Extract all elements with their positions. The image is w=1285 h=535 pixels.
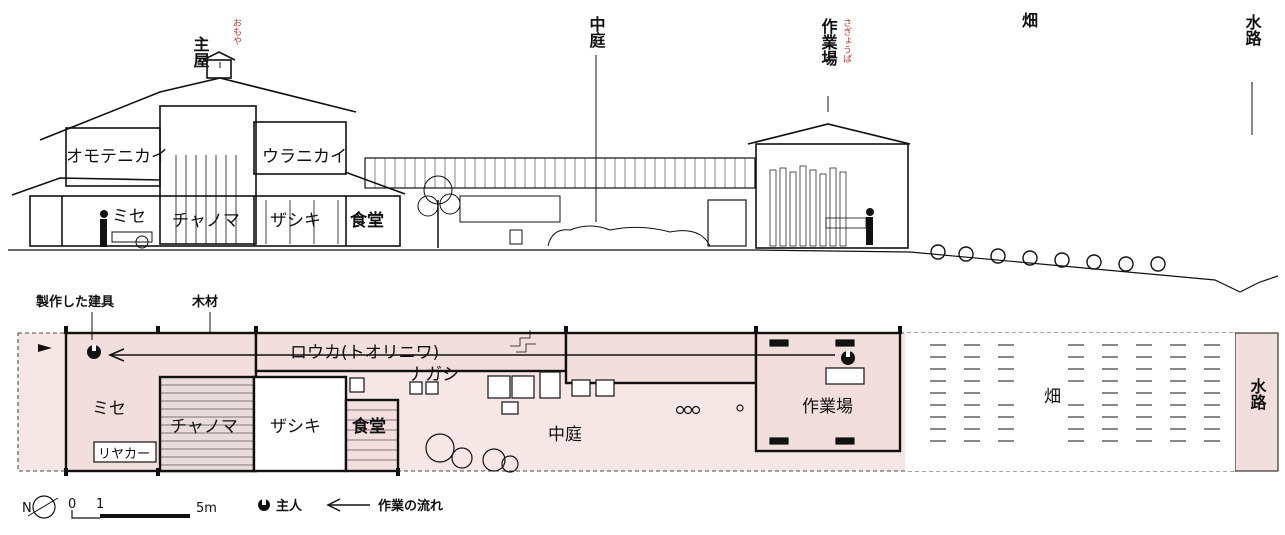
tree-icon bbox=[417, 175, 461, 248]
plan-room-nagashi: ナガシ bbox=[408, 365, 459, 385]
plan-view: 製作した建具 木材 ロウカ(トオリニワ) ナガシ ミセ リヤカー チャノマ ザシ… bbox=[17, 294, 1279, 476]
north-arrow-icon bbox=[32, 495, 56, 519]
plan-fixtures bbox=[349, 339, 865, 445]
shrub-icons bbox=[930, 244, 1166, 272]
room-workshop bbox=[754, 331, 902, 453]
tatami-hatch bbox=[160, 384, 398, 466]
callout-fittings: 製作した建具 bbox=[35, 294, 114, 310]
roof-cupola bbox=[206, 59, 232, 79]
riyaka-box bbox=[93, 441, 157, 463]
room-shokudo bbox=[344, 398, 400, 473]
callout-timber: 木材 bbox=[191, 294, 218, 310]
workshop-elevation bbox=[747, 123, 911, 249]
section-room-mise: ミセ bbox=[112, 207, 146, 227]
waterway-header: 水路 bbox=[1243, 13, 1262, 47]
scale-bar-fill bbox=[100, 514, 190, 518]
plan-room-field: 畑 bbox=[1044, 387, 1061, 407]
plan-room-rouka: ロウカ(トオリニワ) bbox=[290, 343, 439, 363]
main-house-ruby: おもや bbox=[231, 18, 242, 45]
entrance-arrow-icon bbox=[38, 344, 52, 352]
room-zashiki bbox=[252, 375, 348, 473]
scale-0: 0 bbox=[68, 497, 76, 512]
plan-room-mise: ミセ bbox=[92, 399, 126, 419]
corridor-elevation bbox=[364, 157, 756, 247]
north-arrow-line bbox=[27, 497, 59, 517]
courtyard-header: 中庭 bbox=[587, 15, 606, 49]
scale-5m: 5m bbox=[196, 501, 217, 516]
plan-riyaka: リヤカー bbox=[98, 447, 150, 462]
owner-legend-notch bbox=[262, 499, 266, 505]
field-area bbox=[905, 333, 1235, 471]
section-room-ura-nikai: ウラニカイ bbox=[262, 147, 347, 167]
plan-room-waterway: 水路 bbox=[1248, 377, 1267, 411]
plan-room-courtyard: 中庭 bbox=[548, 425, 582, 445]
legend: N 0 1 5m 主人 作業の流れ bbox=[22, 495, 443, 519]
field-rows bbox=[930, 344, 1220, 442]
section-room-shokudo: 食堂 bbox=[350, 210, 384, 231]
stairs-icon bbox=[510, 330, 536, 353]
owner-marker-icon bbox=[87, 345, 855, 365]
main-house-header: 主屋 bbox=[191, 35, 210, 69]
scale-1: 1 bbox=[96, 497, 104, 512]
owner-legend-label: 主人 bbox=[276, 498, 303, 514]
cart-icon bbox=[111, 231, 153, 249]
person-icon bbox=[100, 208, 874, 247]
courtyard-shrubs-icon bbox=[425, 404, 744, 473]
workshop-header: 作業場 bbox=[819, 17, 839, 67]
plan-room-shokudo: 食堂 bbox=[352, 416, 386, 437]
flow-legend-label: 作業の流れ bbox=[378, 498, 443, 514]
waterway-strip bbox=[1234, 332, 1279, 472]
section-view: 主屋 おもや 中庭 作業場 さぎょうば 畑 水路 オモテニカイ ウラニカイ ミセ… bbox=[8, 11, 1279, 293]
hedge-icon bbox=[547, 225, 711, 247]
field-header: 畑 bbox=[1022, 11, 1038, 30]
ground-line bbox=[8, 249, 1279, 293]
plan-room-workshop: 作業場 bbox=[802, 397, 853, 417]
wall-posts bbox=[64, 326, 902, 476]
flow-legend-arrowhead bbox=[326, 498, 341, 512]
room-corridor bbox=[564, 331, 758, 385]
main-house-elevation bbox=[11, 51, 406, 247]
plan-room-chanoma: チャノマ bbox=[170, 417, 238, 437]
plan-rooms bbox=[64, 331, 902, 473]
work-flow-arrowhead bbox=[107, 348, 125, 362]
scale-bar bbox=[71, 510, 100, 519]
room-rouka bbox=[254, 331, 568, 373]
section-room-zashiki: ザシキ bbox=[270, 211, 321, 231]
plan-room-zashiki: ザシキ bbox=[270, 417, 321, 437]
section-room-omote-nikai: オモテニカイ bbox=[66, 147, 168, 167]
section-room-chanoma: チャノマ bbox=[172, 211, 240, 231]
north-label: N bbox=[22, 501, 32, 516]
workshop-ruby: さぎょうば bbox=[841, 18, 852, 63]
